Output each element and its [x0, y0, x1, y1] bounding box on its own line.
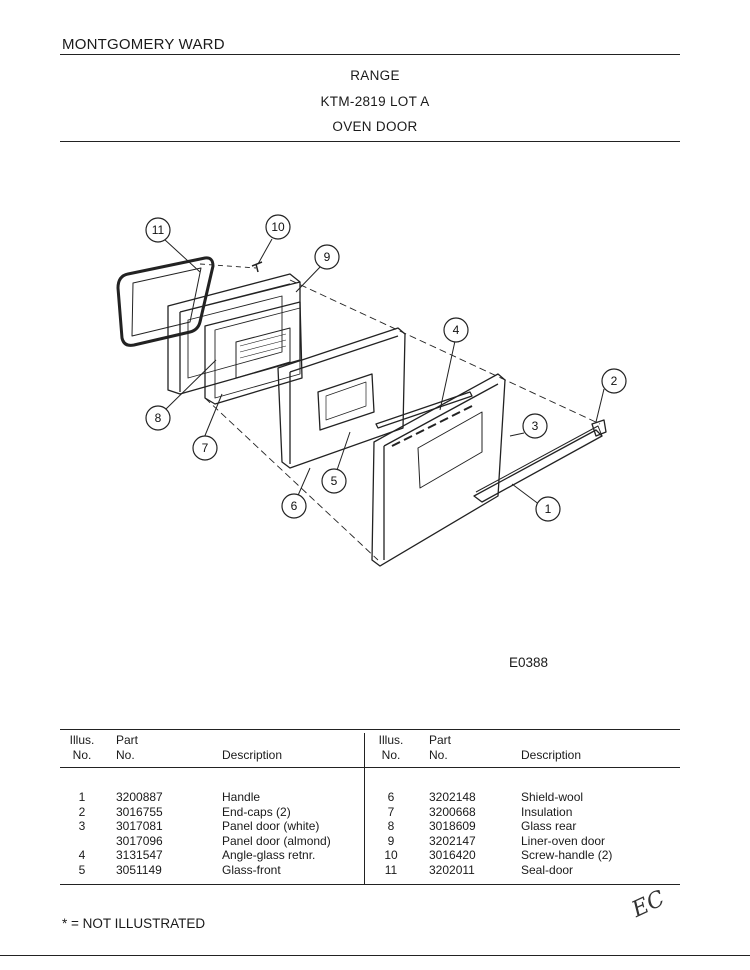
table-bottom-rule — [60, 884, 680, 885]
table-top-rule — [60, 729, 680, 730]
header-part-2: No. — [116, 747, 135, 762]
header-illus-2: No. — [72, 747, 92, 762]
callout-10: 10 — [265, 214, 291, 240]
title-model: KTM-2819 LOT A — [320, 94, 430, 109]
header-illus-r2: No. — [381, 747, 401, 762]
seal-door-part — [116, 256, 215, 347]
brand-name: MONTGOMERY WARD — [62, 36, 225, 53]
svg-text:1: 1 — [545, 502, 552, 516]
svg-text:9: 9 — [324, 250, 331, 264]
table-row: 3017096 Panel door (almond) 9 3202147 Li… — [116, 833, 606, 848]
svg-text:10: 10 — [271, 220, 285, 234]
header-illus-1: Illus. — [69, 733, 95, 747]
handwritten-initials: EC — [628, 886, 669, 923]
svg-text:5: 5 — [331, 474, 338, 488]
callout-5: 5 — [321, 468, 347, 494]
svg-text:3: 3 — [532, 419, 539, 433]
callout-8: 8 — [145, 405, 171, 431]
shield-wool-part — [277, 327, 406, 469]
table-row: 1 3200887 Handle 6 3202148 Shield-wool — [78, 790, 584, 805]
page-bottom-rule — [0, 955, 750, 956]
svg-text:4: 4 — [453, 323, 460, 337]
callout-4: 4 — [443, 317, 469, 343]
table-row: 4 3131547 Angle-glass retnr. 10 3016420 … — [78, 848, 613, 863]
svg-text:2: 2 — [611, 374, 618, 388]
handle-part — [473, 429, 603, 503]
screw-part — [251, 261, 263, 273]
table-row: 3 3017081 Panel door (white) 8 3018609 G… — [78, 819, 577, 834]
svg-text:8: 8 — [155, 411, 162, 425]
title-rule — [60, 141, 680, 142]
panel-window — [417, 411, 483, 489]
svg-text:7: 7 — [202, 441, 209, 455]
header-description: Description — [222, 747, 283, 762]
title-section: OVEN DOOR — [332, 119, 418, 134]
not-illustrated-note: * = NOT ILLUSTRATED — [62, 916, 206, 931]
svg-text:6: 6 — [291, 499, 298, 513]
callout-11: 11 — [145, 217, 171, 243]
header-part-1: Part — [116, 733, 139, 747]
header-description-r: Description — [521, 747, 582, 762]
header-part-r1: Part — [429, 733, 452, 747]
insulation-part — [204, 301, 303, 405]
callout-9: 9 — [314, 244, 340, 270]
callout-3: 3 — [522, 413, 548, 439]
seal-door-inner — [131, 267, 202, 337]
header-illus-r1: Illus. — [378, 733, 404, 747]
table-row: 5 3051149 Glass-front 11 3202011 Seal-do… — [78, 862, 574, 877]
end-cap-part — [591, 419, 607, 437]
glass-rear-part — [235, 327, 291, 379]
svg-text:11: 11 — [152, 223, 165, 237]
header-rule — [60, 54, 680, 55]
title-product: RANGE — [350, 68, 400, 83]
callout-2: 2 — [601, 368, 627, 394]
table-row: 2 3016755 End-caps (2) 7 3200668 Insulat… — [78, 804, 573, 819]
callout-7: 7 — [192, 435, 218, 461]
panel-door-part — [371, 373, 506, 567]
diagram-code: E0388 — [509, 655, 549, 670]
angle-retainer-part — [375, 391, 473, 429]
callout-1: 1 — [535, 496, 561, 522]
header-part-r2: No. — [429, 747, 448, 762]
exploded-diagram: 11 10 9 4 2 3 1 5 6 7 8 — [116, 214, 627, 567]
callout-6: 6 — [281, 493, 307, 519]
glass-front-part — [317, 373, 375, 431]
